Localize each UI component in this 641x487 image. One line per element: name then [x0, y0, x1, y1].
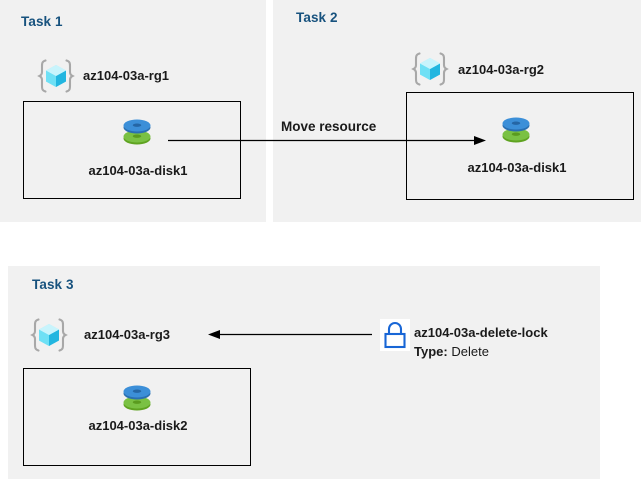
task-2-panel [273, 0, 641, 222]
task-2-disk-label: az104-03a-disk1 [467, 160, 567, 175]
managed-disk-icon [117, 378, 157, 418]
managed-disk-icon [496, 110, 536, 150]
task-2-resource-group-box [406, 92, 634, 200]
task-2-title: Task 2 [296, 10, 338, 25]
resource-group-icon [30, 316, 68, 354]
task-1-resource-group-box [23, 101, 241, 199]
task-3-disk-label: az104-03a-disk2 [88, 418, 188, 433]
resource-group-icon [37, 57, 75, 95]
lock-type-value: Delete [451, 344, 489, 359]
task-3-panel [8, 266, 600, 479]
lock-icon [380, 319, 410, 351]
task-3-title: Task 3 [32, 277, 74, 292]
task-2-resource-group-label: az104-03a-rg2 [458, 62, 544, 77]
lock-type-key: Type: [414, 344, 448, 359]
lock-name-label: az104-03a-delete-lock [414, 325, 548, 340]
task-1-panel [0, 0, 266, 222]
task-1-title: Task 1 [21, 14, 63, 29]
lock-type-label: Type: Delete [414, 344, 489, 359]
move-resource-label: Move resource [279, 119, 379, 134]
task-1-disk-label: az104-03a-disk1 [88, 163, 188, 178]
task-3-resource-group-label: az104-03a-rg3 [84, 327, 170, 342]
task-1-resource-group-label: az104-03a-rg1 [83, 68, 169, 83]
resource-group-icon [411, 50, 449, 88]
managed-disk-icon [117, 112, 157, 152]
task-3-resource-group-box [23, 368, 251, 466]
